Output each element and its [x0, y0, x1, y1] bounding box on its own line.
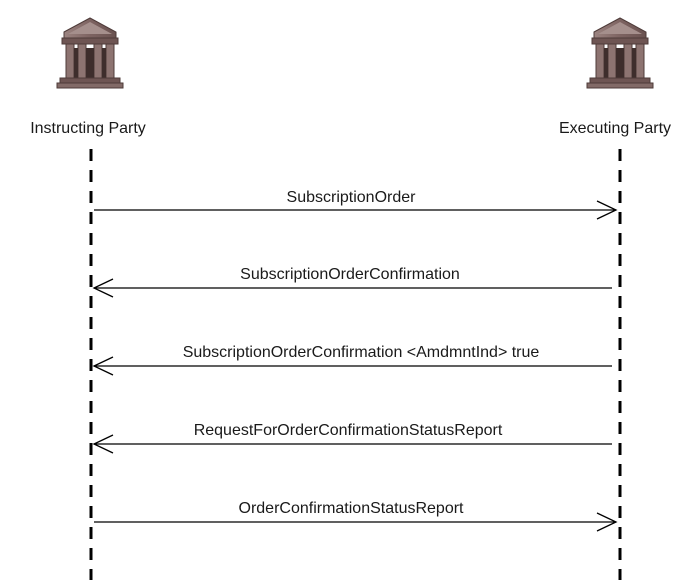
message-arrow: RequestForOrderConfirmationStatusReport — [92, 422, 612, 454]
participant-label: Instructing Party — [30, 120, 146, 137]
bank-building-icon — [586, 17, 654, 89]
arrowhead-left-icon — [92, 356, 114, 376]
message-label: SubscriptionOrderConfirmation <AmdmntInd… — [183, 344, 540, 361]
participant-instructing: Instructing Party — [30, 17, 146, 580]
message-label: OrderConfirmationStatusReport — [239, 500, 465, 517]
message-label: RequestForOrderConfirmationStatusReport — [194, 422, 503, 439]
arrowhead-right-icon — [596, 200, 618, 220]
message-arrow: OrderConfirmationStatusReport — [94, 500, 618, 532]
arrowhead-left-icon — [92, 434, 114, 454]
message-arrow: SubscriptionOrder — [94, 189, 618, 220]
message-arrow: SubscriptionOrderConfirmation <AmdmntInd… — [92, 344, 612, 376]
participant-executing: Executing Party — [559, 17, 671, 580]
message-label: SubscriptionOrderConfirmation — [240, 266, 460, 283]
message-arrow: SubscriptionOrderConfirmation — [92, 266, 612, 298]
arrowhead-left-icon — [92, 278, 114, 298]
message-label: SubscriptionOrder — [287, 189, 417, 206]
arrowhead-right-icon — [596, 512, 618, 532]
participant-label: Executing Party — [559, 120, 671, 137]
bank-building-icon — [56, 17, 124, 89]
